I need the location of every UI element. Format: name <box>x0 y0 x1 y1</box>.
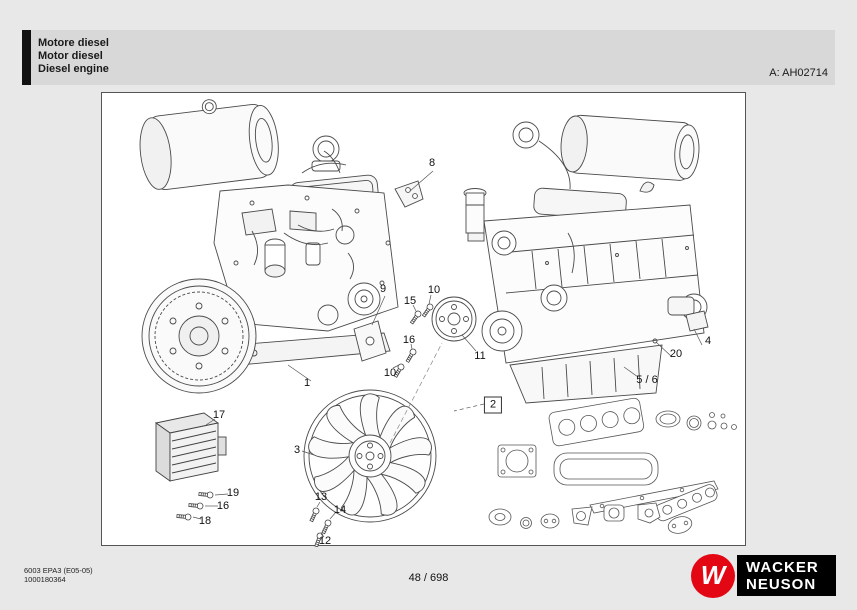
title-english: Diesel engine <box>38 63 109 75</box>
cooling-fan-illustration <box>303 389 437 523</box>
callout-19: 19 <box>226 487 240 499</box>
plate-9-illustration <box>353 320 387 362</box>
emblem-letter: W <box>700 560 726 590</box>
callout-13: 13 <box>314 491 328 503</box>
page-title-block: Motore diesel Motor diesel Diesel engine <box>38 37 109 76</box>
callout-10-upper: 10 <box>427 284 441 296</box>
document-id: 1000180364 <box>24 575 66 584</box>
control-unit-illustration <box>154 412 227 482</box>
callout-5-6: 5 / 6 <box>636 374 658 386</box>
callout-12: 12 <box>318 535 332 547</box>
brand-wordmark: WACKER NEUSON <box>737 555 836 596</box>
callout-20: 20 <box>669 348 683 360</box>
bracket-8-illustration <box>394 180 424 208</box>
title-spanish: Motor diesel <box>38 50 103 62</box>
pulley-illustration <box>431 296 477 342</box>
callout-8: 8 <box>428 157 436 169</box>
left-engine-illustration <box>139 99 399 394</box>
callout-16-upper: 16 <box>402 334 416 346</box>
callout-17: 17 <box>212 409 226 421</box>
gasket-kit-illustration <box>488 397 737 534</box>
callout-10-lower: 10 <box>383 367 397 379</box>
document-info: 6003 EPA3 (E05-05) 1000180364 <box>24 566 93 584</box>
callout-1: 1 <box>303 377 311 389</box>
document-code: 6003 EPA3 (E05-05) <box>24 566 93 575</box>
diagram-panel: 1 3 4 5 / 6 8 9 10 10 11 12 13 14 15 16 … <box>101 92 746 547</box>
figure-reference: A: AH02714 <box>769 67 828 79</box>
callout-14: 14 <box>333 504 347 516</box>
callout-15: 15 <box>403 295 417 307</box>
callout-leader-lines <box>192 170 703 538</box>
callout-9: 9 <box>379 283 387 295</box>
title-italian: Motore diesel <box>38 37 109 49</box>
callout-11: 11 <box>474 350 486 362</box>
engine-diagram-svg <box>139 99 737 547</box>
wacker-neuson-emblem: W <box>691 553 735 598</box>
callout-4: 4 <box>704 335 712 347</box>
callout-kit-2: 2 <box>483 396 503 414</box>
brand-line-2: NEUSON <box>746 575 817 593</box>
page-number: 48 / 698 <box>408 572 449 584</box>
callout-16-lower: 16 <box>216 500 230 512</box>
callout-3: 3 <box>293 444 301 456</box>
brand-line-1: WACKER <box>746 558 819 576</box>
right-engine-illustration <box>463 114 709 404</box>
header-accent-bar <box>22 30 31 85</box>
page-header: Motore diesel Motor diesel Diesel engine… <box>22 30 835 85</box>
callout-18: 18 <box>198 515 212 527</box>
brand-logo: W WACKER NEUSON <box>691 553 836 598</box>
